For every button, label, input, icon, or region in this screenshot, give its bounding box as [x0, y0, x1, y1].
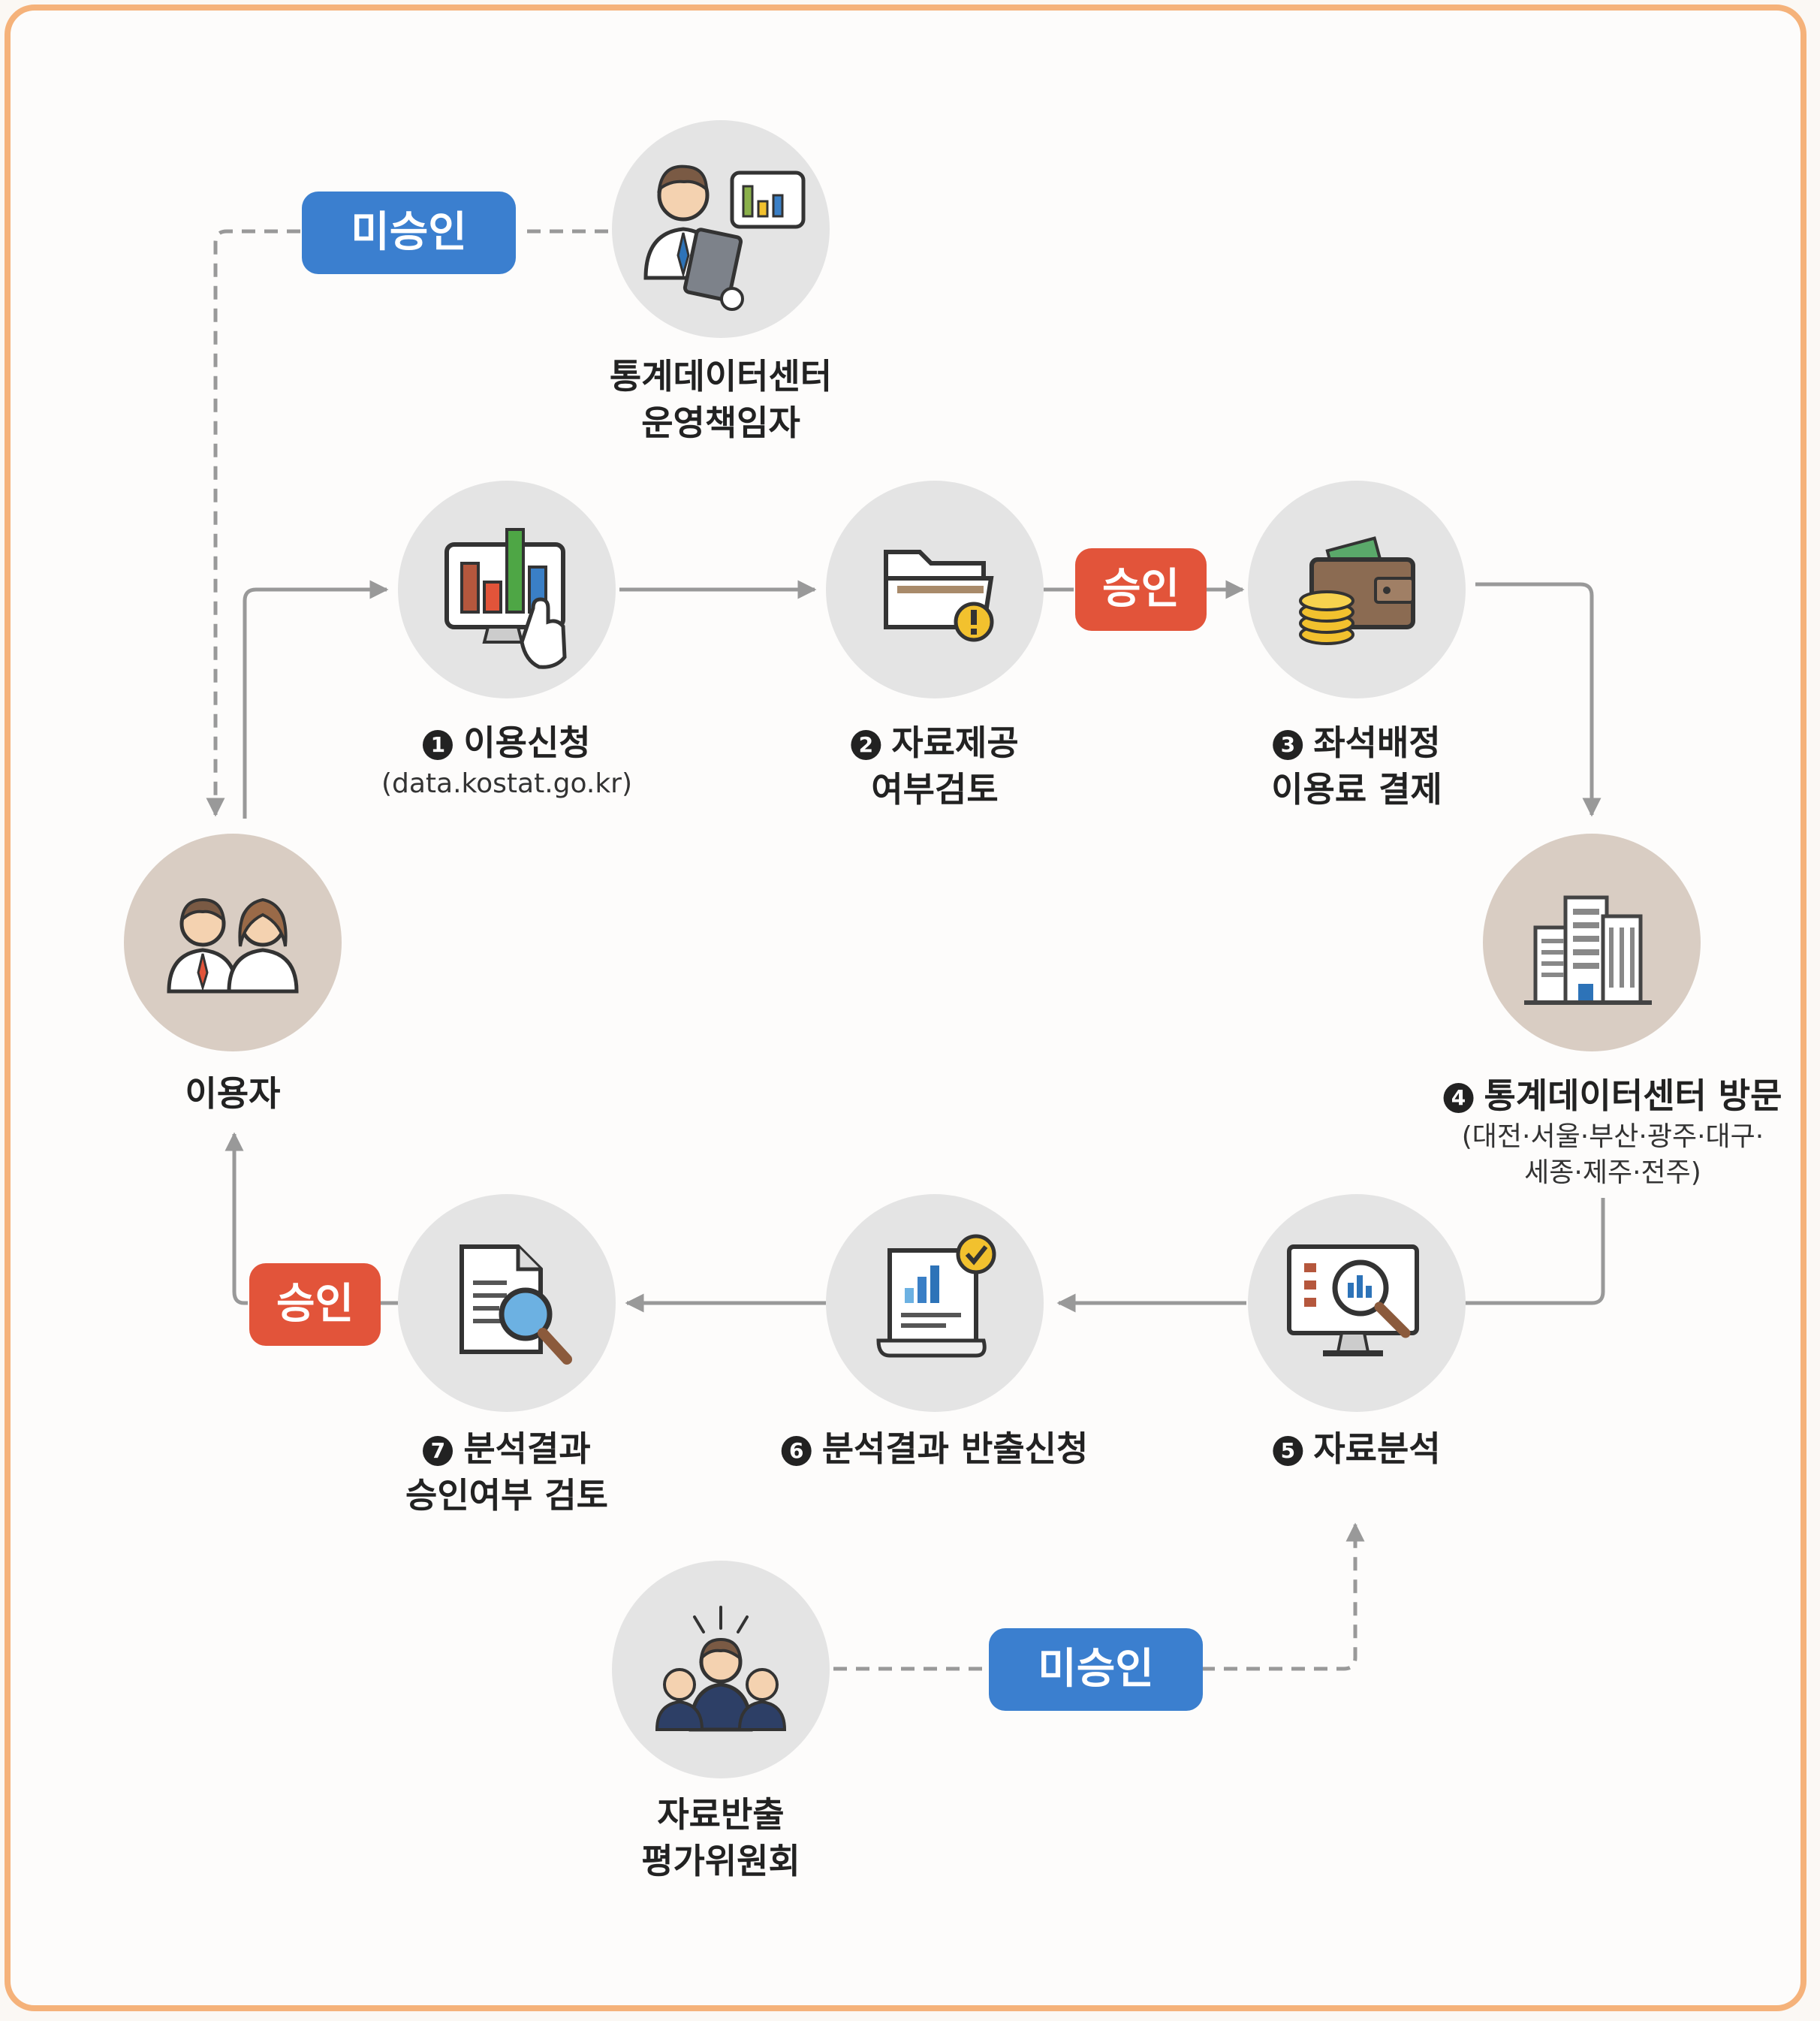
step7-label: 7 분석결과 승인여부 검토 [405, 1425, 608, 1519]
step2-title: 자료제공 [891, 722, 1019, 763]
step3-number: 3 [1273, 730, 1303, 760]
step7-title: 분석결과 [463, 1428, 591, 1469]
building-icon [1524, 895, 1652, 1005]
step4-node [1483, 834, 1701, 1051]
step5-number: 5 [1273, 1436, 1303, 1466]
approved-badge-left: 승인 [249, 1263, 381, 1346]
step1-url[interactable]: (data.kostat.go.kr) [381, 768, 633, 799]
presenter-icon [643, 164, 806, 311]
step4-title: 통계데이터센터 방문 [1484, 1075, 1782, 1116]
step3-title: 좌석배정 [1313, 722, 1441, 763]
step4-label: 4 통계데이터센터 방문 (대전·서울·부산·광주·대구· 세종·제주·전주) [1443, 1072, 1782, 1191]
committee-icon [655, 1606, 787, 1732]
dashed-unapproved-to-step5 [1201, 1522, 1365, 1671]
arrow-approved-to-user [224, 1132, 248, 1305]
unapproved-badge-top: 미승인 [302, 192, 516, 274]
approved-badge-mid: 승인 [1075, 548, 1207, 631]
step4-number: 4 [1443, 1083, 1474, 1113]
manager-label: 통계데이터센터 운영책임자 [610, 353, 832, 446]
manager-node [612, 120, 830, 338]
arrow-user-to-step1 [243, 580, 389, 819]
unapproved-badge-bottom: 미승인 [989, 1628, 1203, 1711]
step2-line2: 여부검토 [871, 769, 999, 810]
step5-node [1248, 1194, 1466, 1412]
step1-number: 1 [423, 730, 453, 760]
step2-label: 2 자료제공 여부검토 [851, 719, 1019, 813]
monitor-chart-icon [444, 528, 567, 669]
user-label-text: 이용자 [185, 1073, 281, 1114]
dashed-unapproved-to-user [206, 229, 300, 817]
step6-title: 분석결과 반출신청 [821, 1428, 1089, 1469]
step1-label: 1 이용신청 (data.kostat.go.kr) [381, 719, 632, 802]
users-icon [167, 897, 299, 994]
folder-alert-icon [884, 550, 994, 642]
step4-sub1: (대전·서울·부산·광주·대구· [1461, 1121, 1764, 1152]
step6-node [826, 1194, 1044, 1412]
wallet-coins-icon [1299, 536, 1415, 645]
step6-number: 6 [781, 1436, 812, 1466]
committee-label-line2: 평가위원회 [641, 1841, 800, 1881]
manager-label-line2: 운영책임자 [641, 403, 800, 443]
step7-node [398, 1194, 616, 1412]
arrow-step4-to-step5 [1464, 1198, 1605, 1305]
user-node [124, 834, 342, 1051]
report-check-icon [876, 1234, 996, 1358]
document-search-icon [460, 1244, 572, 1365]
committee-node [612, 1561, 830, 1778]
committee-label: 자료반출 평가위원회 [641, 1791, 800, 1884]
step2-number: 2 [851, 730, 881, 760]
step3-node [1248, 481, 1466, 698]
step4-sub2: 세종·제주·전주) [1524, 1157, 1701, 1188]
user-label: 이용자 [185, 1070, 281, 1117]
step2-node [826, 481, 1044, 698]
arrow-step3-to-step4 [1475, 582, 1602, 817]
step7-line2: 승인여부 검토 [405, 1475, 608, 1516]
step1-node [398, 481, 616, 698]
step7-number: 7 [423, 1436, 453, 1466]
analysis-monitor-icon [1287, 1244, 1419, 1356]
step6-label: 6 분석결과 반출신청 [781, 1425, 1089, 1472]
committee-label-line1: 자료반출 [657, 1794, 785, 1835]
step5-title: 자료분석 [1313, 1428, 1441, 1469]
step3-line2: 이용료 결제 [1271, 769, 1442, 810]
step5-label: 5 자료분석 [1273, 1425, 1441, 1472]
step3-label: 3 좌석배정 이용료 결제 [1271, 719, 1442, 813]
step1-title: 이용신청 [463, 722, 591, 763]
manager-label-line1: 통계데이터센터 [609, 356, 833, 397]
